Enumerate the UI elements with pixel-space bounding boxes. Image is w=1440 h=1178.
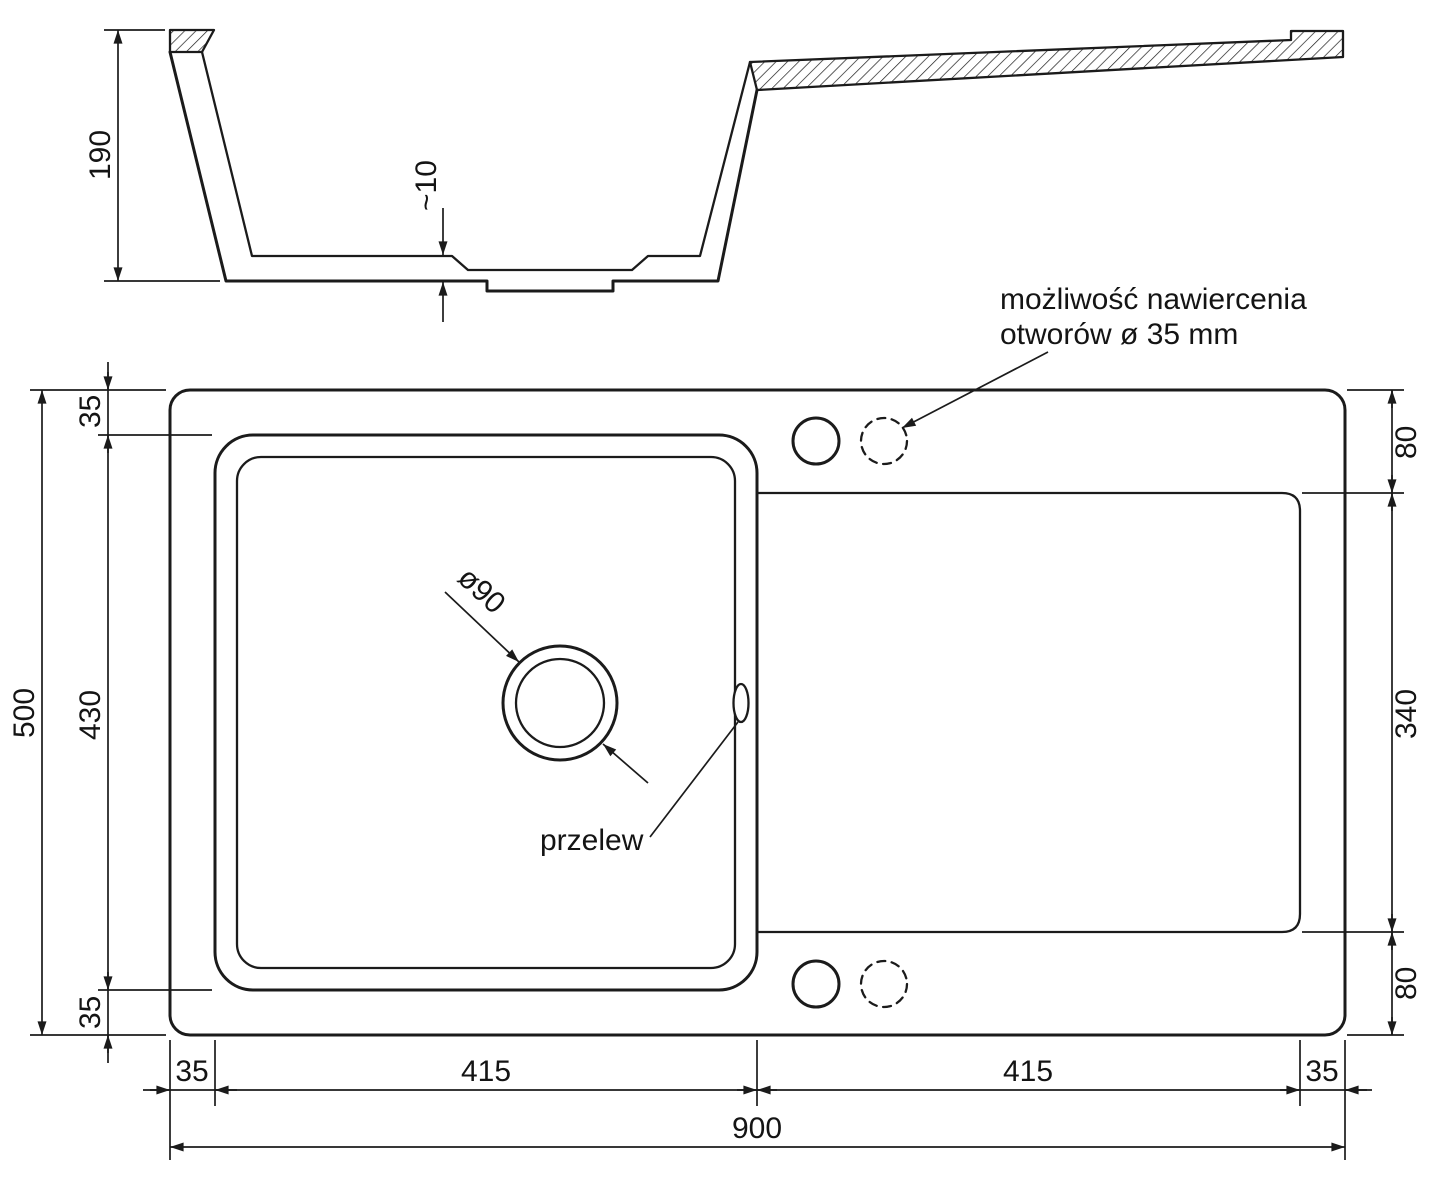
dim-label-basin-depth: 430 bbox=[74, 690, 107, 740]
dim-label-drain: ø90 bbox=[451, 561, 511, 620]
overflow-label: przelew bbox=[540, 824, 644, 857]
overflow-annotation: przelew bbox=[540, 721, 739, 857]
tap-hole-bottom bbox=[791, 959, 841, 1009]
plan-view: możliwość nawiercenia otworów ø 35 mm ø9… bbox=[8, 283, 1423, 1160]
dim-label-approx-10: ~10 bbox=[410, 160, 443, 211]
tap-hole-top bbox=[791, 416, 841, 466]
basin-outer-wall bbox=[168, 50, 759, 293]
dimension-bottom-thickness: ~10 bbox=[410, 160, 448, 322]
dimension-height-190: 190 bbox=[84, 29, 220, 282]
drain-circle-outer bbox=[501, 644, 619, 762]
diameter-leader-lower bbox=[602, 743, 649, 784]
diameter-leader-upper bbox=[444, 591, 520, 663]
dim-label-left-margin: 35 bbox=[175, 1055, 208, 1088]
dim-label-hole-top-offset: 80 bbox=[1390, 426, 1423, 459]
drill-note-line1: możliwość nawiercenia bbox=[1000, 283, 1307, 316]
drill-note-arrow bbox=[901, 351, 1049, 429]
basin-rim-inner bbox=[235, 455, 737, 970]
drain-circle-inner bbox=[514, 657, 606, 749]
overflow-ellipse bbox=[732, 682, 750, 724]
dimension-depth-500: 500 bbox=[8, 389, 166, 1036]
rim-section-left bbox=[168, 28, 216, 54]
tap-hole-top-optional bbox=[859, 416, 909, 466]
dim-label-basin-width: 415 bbox=[461, 1055, 511, 1088]
drill-note: możliwość nawiercenia otworów ø 35 mm bbox=[901, 283, 1307, 429]
dim-label-drainer-width: 415 bbox=[1003, 1055, 1053, 1088]
overflow-leader bbox=[649, 721, 739, 838]
dimension-chain-right: 80 340 80 bbox=[1302, 389, 1423, 1036]
dimension-total-width: 900 bbox=[169, 1112, 1346, 1152]
dim-label-190: 190 bbox=[84, 130, 117, 180]
drainboard-outline bbox=[755, 491, 1302, 934]
tap-hole-bottom-optional bbox=[859, 959, 909, 1009]
dimension-chain-left: 35 430 35 bbox=[74, 362, 212, 1063]
basin-rim-outer bbox=[213, 433, 759, 992]
drain-diameter-annotation: ø90 bbox=[444, 561, 649, 784]
dim-label-drainer-depth: 340 bbox=[1390, 689, 1423, 739]
cross-section-view: 190 ~10 bbox=[84, 28, 1345, 322]
dim-label-900: 900 bbox=[732, 1112, 782, 1145]
dimension-chain-bottom: 35 415 415 35 bbox=[143, 1040, 1372, 1160]
dim-label-hole-bottom-offset: 80 bbox=[1390, 967, 1423, 1000]
sink-outline bbox=[168, 388, 1347, 1037]
drill-note-line2: otworów ø 35 mm bbox=[1000, 318, 1238, 351]
dim-label-right-margin: 35 bbox=[1305, 1055, 1338, 1088]
drainboard-section bbox=[748, 29, 1345, 92]
dim-label-bottom-margin: 35 bbox=[74, 996, 107, 1029]
dim-label-500: 500 bbox=[8, 688, 41, 738]
dim-label-top-margin: 35 bbox=[74, 395, 107, 428]
basin-inner-wall bbox=[200, 50, 752, 272]
